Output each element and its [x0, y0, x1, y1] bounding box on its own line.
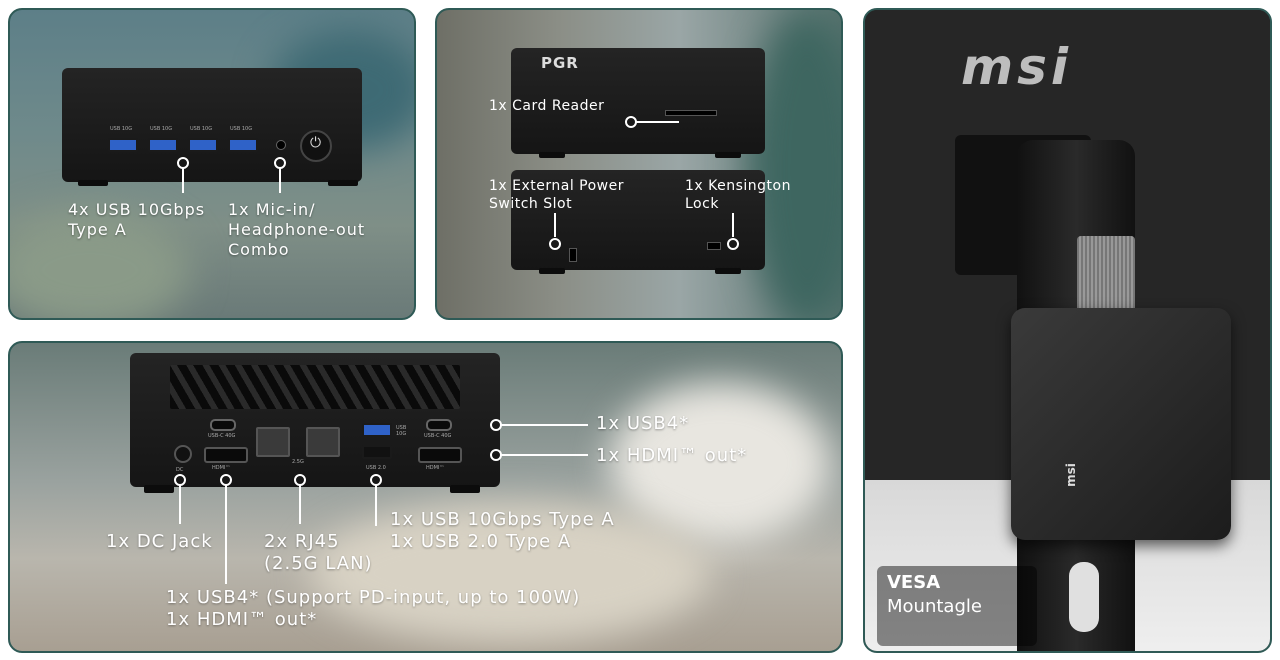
background-blur [610, 383, 830, 543]
ethernet-port [306, 427, 340, 457]
usb-a-port [108, 138, 138, 152]
usb-c-port [426, 419, 452, 431]
dc-jack-port [174, 445, 192, 463]
usb-a-port [148, 138, 178, 152]
port-label: 2.5G [292, 459, 304, 465]
vesa-mount-panel: msi msi VESA Mountagle [863, 8, 1272, 653]
card-reader-callout-label: 1x Card Reader [489, 98, 605, 114]
ventilation-grille [170, 365, 460, 409]
usb-a-callout-label: 1x USB 10Gbps Type A 1x USB 2.0 Type A [390, 509, 615, 552]
background-blur [10, 210, 190, 318]
usb-2-port [362, 445, 392, 459]
port-label: HDMI™ [426, 465, 445, 471]
stand-cable-hole [1069, 562, 1099, 632]
front-ports-panel: USB 10G USB 10G USB 10G USB 10G ⏻ 4x USB… [8, 8, 416, 320]
device-foot [715, 152, 741, 158]
vesa-subtitle: Mountagle [887, 596, 982, 617]
power-button: ⏻ [300, 130, 332, 162]
port-label: HDMI™ [212, 465, 231, 471]
usb-a-port [188, 138, 218, 152]
stand-hinge [1077, 236, 1135, 316]
ethernet-port [256, 427, 290, 457]
rj45-callout-label: 2x RJ45 (2.5G LAN) [264, 531, 373, 574]
callout-line [225, 484, 227, 584]
callout-line [299, 484, 301, 524]
hdmi-port [418, 447, 462, 463]
usb4-callout-label: 1x USB4* [596, 413, 690, 434]
hdmi-callout-label: 1x HDMI™ out* [596, 445, 748, 466]
callout-line [500, 424, 588, 426]
callout-marker [727, 238, 739, 250]
audio-callout-label: 1x Mic-in/ Headphone-out Combo [228, 200, 366, 259]
rear-ports-panel: DC USB-C 40G HDMI™ 2.5G USB 10G USB 2.0 … [8, 341, 843, 653]
mini-pc-side-bottom [511, 170, 765, 270]
device-logo: msi [1063, 463, 1078, 487]
monitor-brand-logo: msi [961, 38, 1072, 96]
mounted-mini-pc: msi [1011, 308, 1231, 540]
device-foot [450, 485, 480, 493]
card-reader-slot [665, 110, 717, 116]
dc-jack-callout-label: 1x DC Jack [106, 531, 213, 552]
power-icon: ⏻ [310, 135, 322, 151]
kensington-slot [707, 242, 721, 250]
device-foot [328, 180, 358, 186]
port-label: USB-C 40G [424, 433, 452, 439]
callout-line [375, 484, 377, 526]
mini-pc-side-top: PGR [511, 48, 765, 154]
device-foot [539, 152, 565, 158]
callout-line [279, 167, 281, 193]
usb-callout-label: 4x USB 10Gbps Type A [68, 200, 206, 239]
port-label: USB 10G [396, 425, 407, 437]
callout-line [554, 213, 556, 237]
usb4-pd-callout-label: 1x USB4* (Support PD-input, up to 100W) … [166, 587, 581, 630]
usb-a-port [362, 423, 392, 437]
callout-line [179, 484, 181, 524]
audio-jack [276, 140, 286, 150]
device-foot [539, 268, 565, 274]
device-foot [715, 268, 741, 274]
callout-line [732, 213, 734, 237]
caption-backdrop [877, 566, 1037, 646]
device-foot [144, 485, 174, 493]
background-blur [310, 503, 710, 643]
mini-pc-front: USB 10G USB 10G USB 10G USB 10G ⏻ [62, 68, 362, 182]
usb-c-port [210, 419, 236, 431]
watermark-logo: PGR [541, 54, 579, 72]
hdmi-port [204, 447, 248, 463]
port-label: USB-C 40G [208, 433, 236, 439]
port-label: USB 10G [110, 126, 133, 132]
callout-line [500, 454, 588, 456]
callout-line [635, 121, 679, 123]
device-foot [78, 180, 108, 186]
power-switch-callout-label: 1x External Power Switch Slot [489, 178, 625, 212]
port-label: USB 10G [190, 126, 213, 132]
vesa-title: VESA [887, 572, 941, 593]
power-switch-slot [569, 248, 577, 262]
callout-marker [549, 238, 561, 250]
side-ports-panel: PGR 1x Card Reader 1x External Power Swi… [435, 8, 843, 320]
port-label: USB 10G [230, 126, 253, 132]
mini-pc-rear: DC USB-C 40G HDMI™ 2.5G USB 10G USB 2.0 … [130, 353, 500, 487]
port-label: DC [176, 467, 184, 473]
usb-a-port [228, 138, 258, 152]
port-label: USB 10G [150, 126, 173, 132]
port-label: USB 2.0 [366, 465, 386, 471]
callout-line [182, 167, 184, 193]
kensington-callout-label: 1x Kensington Lock [685, 178, 791, 212]
